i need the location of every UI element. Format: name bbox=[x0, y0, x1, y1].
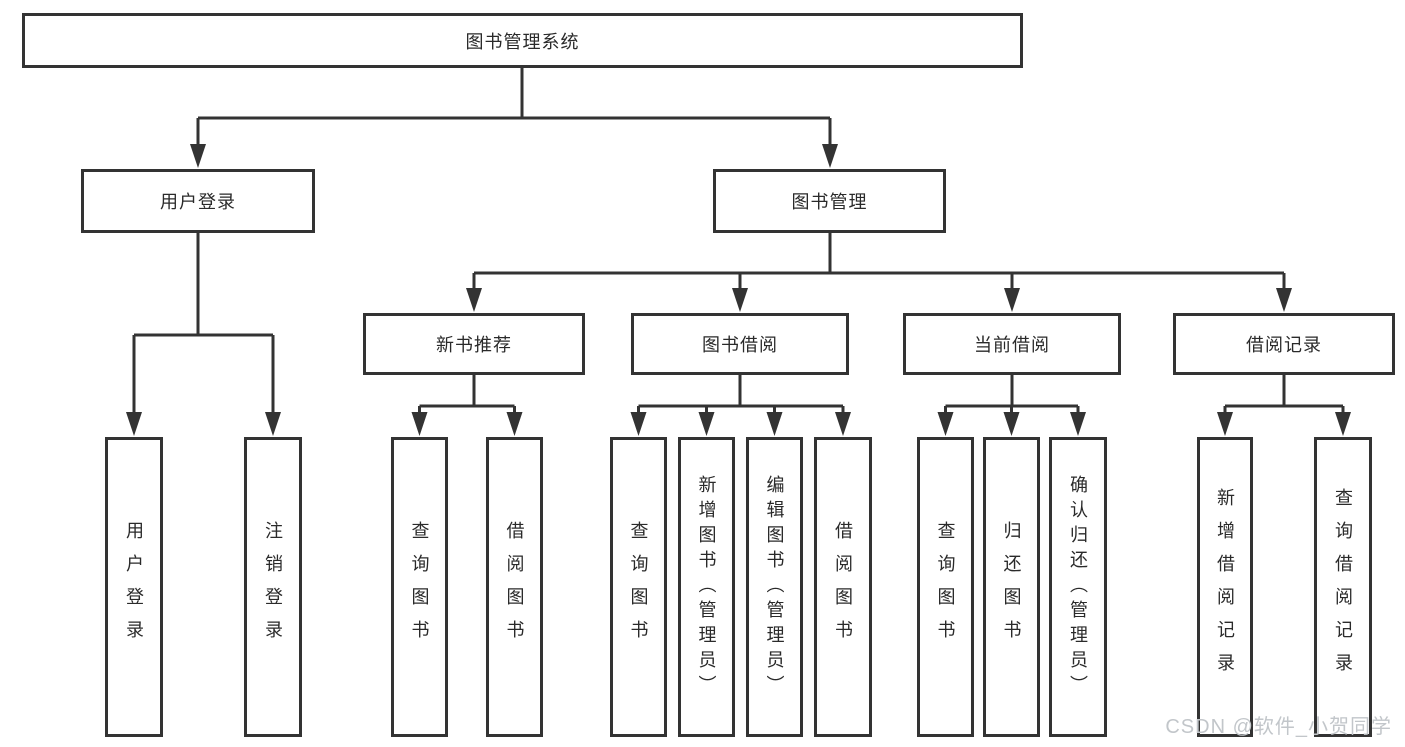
leaf-borrowing-query-books: 查询图书 bbox=[610, 437, 667, 737]
leaf-confirm-return-admin: 确认归还（管理员） bbox=[1049, 437, 1107, 737]
leaf-return-books-label: 归还图书 bbox=[1001, 521, 1022, 653]
leaf-add-borrow-record-label: 新增借阅记录 bbox=[1215, 488, 1235, 686]
node-borrowing-records: 借阅记录 bbox=[1173, 313, 1395, 375]
node-user-login-label: 用户登录 bbox=[160, 192, 236, 212]
node-borrowing-records-label: 借阅记录 bbox=[1246, 335, 1322, 355]
leaf-edit-books-admin: 编辑图书（管理员） bbox=[746, 437, 803, 737]
leaf-add-borrow-record: 新增借阅记录 bbox=[1197, 437, 1253, 737]
node-current-borrowing: 当前借阅 bbox=[903, 313, 1121, 375]
leaf-edit-books-admin-label: 编辑图书（管理员） bbox=[764, 474, 785, 700]
leaf-borrowing-query-books-label: 查询图书 bbox=[628, 521, 649, 653]
node-user-login: 用户登录 bbox=[81, 169, 315, 233]
leaf-add-books-admin-label: 新增图书（管理员） bbox=[696, 474, 717, 700]
leaf-user-login-label: 用户登录 bbox=[124, 521, 144, 653]
node-root-label: 图书管理系统 bbox=[465, 31, 580, 52]
leaf-confirm-return-admin-label: 确认归还（管理员） bbox=[1068, 474, 1088, 700]
leaf-return-books: 归还图书 bbox=[983, 437, 1040, 737]
leaf-borrowing-borrow-books: 借阅图书 bbox=[814, 437, 872, 737]
leaf-borrowing-borrow-books-label: 借阅图书 bbox=[833, 521, 853, 653]
leaf-logout-label: 注销登录 bbox=[263, 521, 283, 653]
leaf-user-login: 用户登录 bbox=[105, 437, 163, 737]
csdn-watermark: CSDN @软件_小贺同学 bbox=[1165, 716, 1392, 738]
node-root: 图书管理系统 bbox=[22, 13, 1023, 68]
leaf-query-borrow-record-label: 查询借阅记录 bbox=[1333, 488, 1353, 686]
leaf-current-query-books: 查询图书 bbox=[917, 437, 974, 737]
node-current-borrowing-label: 当前借阅 bbox=[974, 335, 1050, 355]
node-book-management-label: 图书管理 bbox=[791, 192, 868, 212]
leaf-logout: 注销登录 bbox=[244, 437, 302, 737]
node-book-borrowing: 图书借阅 bbox=[631, 313, 849, 375]
leaf-recommend-query-books-label: 查询图书 bbox=[409, 521, 430, 653]
leaf-recommend-borrow-books: 借阅图书 bbox=[486, 437, 543, 737]
node-book-management: 图书管理 bbox=[713, 169, 946, 233]
node-book-borrowing-label: 图书借阅 bbox=[702, 335, 778, 355]
node-new-book-recommendation: 新书推荐 bbox=[363, 313, 585, 375]
node-new-book-recommendation-label: 新书推荐 bbox=[436, 335, 512, 355]
leaf-recommend-borrow-books-label: 借阅图书 bbox=[504, 521, 525, 653]
leaf-current-query-books-label: 查询图书 bbox=[935, 521, 956, 653]
leaf-query-borrow-record: 查询借阅记录 bbox=[1314, 437, 1372, 737]
leaf-recommend-query-books: 查询图书 bbox=[391, 437, 448, 737]
leaf-add-books-admin: 新增图书（管理员） bbox=[678, 437, 735, 737]
